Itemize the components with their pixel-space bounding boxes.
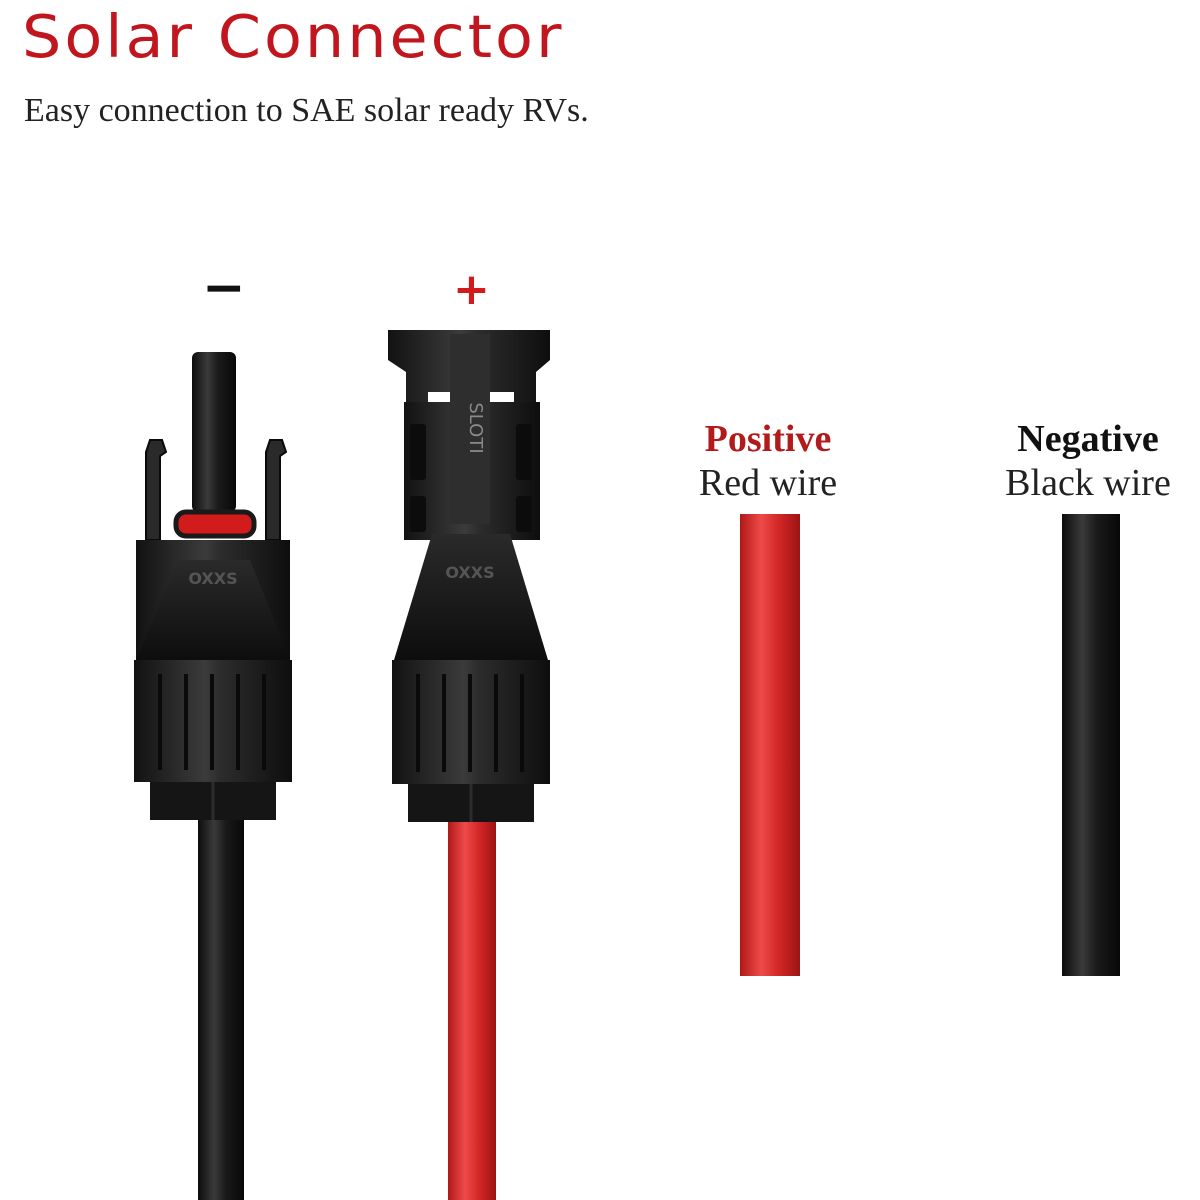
male-connector-black-wire bbox=[198, 800, 244, 1200]
red-wire-label: Red wire bbox=[698, 461, 838, 504]
negative-wire-label: Negative Black wire bbox=[938, 418, 1200, 505]
positive-wire-label: Positive Red wire bbox=[618, 418, 918, 505]
page-title: Solar Connector bbox=[22, 1, 565, 72]
male-connector: OXXS bbox=[134, 352, 292, 1200]
black-wire-sample bbox=[1062, 514, 1120, 976]
page-subtitle: Easy connection to SAE solar ready RVs. bbox=[24, 92, 589, 129]
positive-symbol: + bbox=[453, 264, 490, 315]
o-ring bbox=[173, 509, 257, 539]
left-latch-clip bbox=[145, 439, 168, 541]
negative-label: Negative bbox=[1017, 418, 1159, 460]
male-pin bbox=[192, 352, 236, 512]
male-brand-text: OXXS bbox=[188, 569, 237, 588]
female-brand-text: OXXS bbox=[445, 563, 494, 582]
female-connector: SLOTI OXXS bbox=[388, 330, 550, 1200]
right-latch-clip bbox=[265, 439, 288, 541]
female-marking-text: SLOTI bbox=[465, 402, 486, 453]
black-wire-label: Black wire bbox=[1005, 461, 1171, 504]
positive-label: Positive bbox=[704, 418, 832, 460]
red-wire-sample bbox=[740, 514, 800, 976]
negative-symbol: − bbox=[202, 258, 246, 318]
female-connector-red-wire bbox=[448, 810, 496, 1200]
